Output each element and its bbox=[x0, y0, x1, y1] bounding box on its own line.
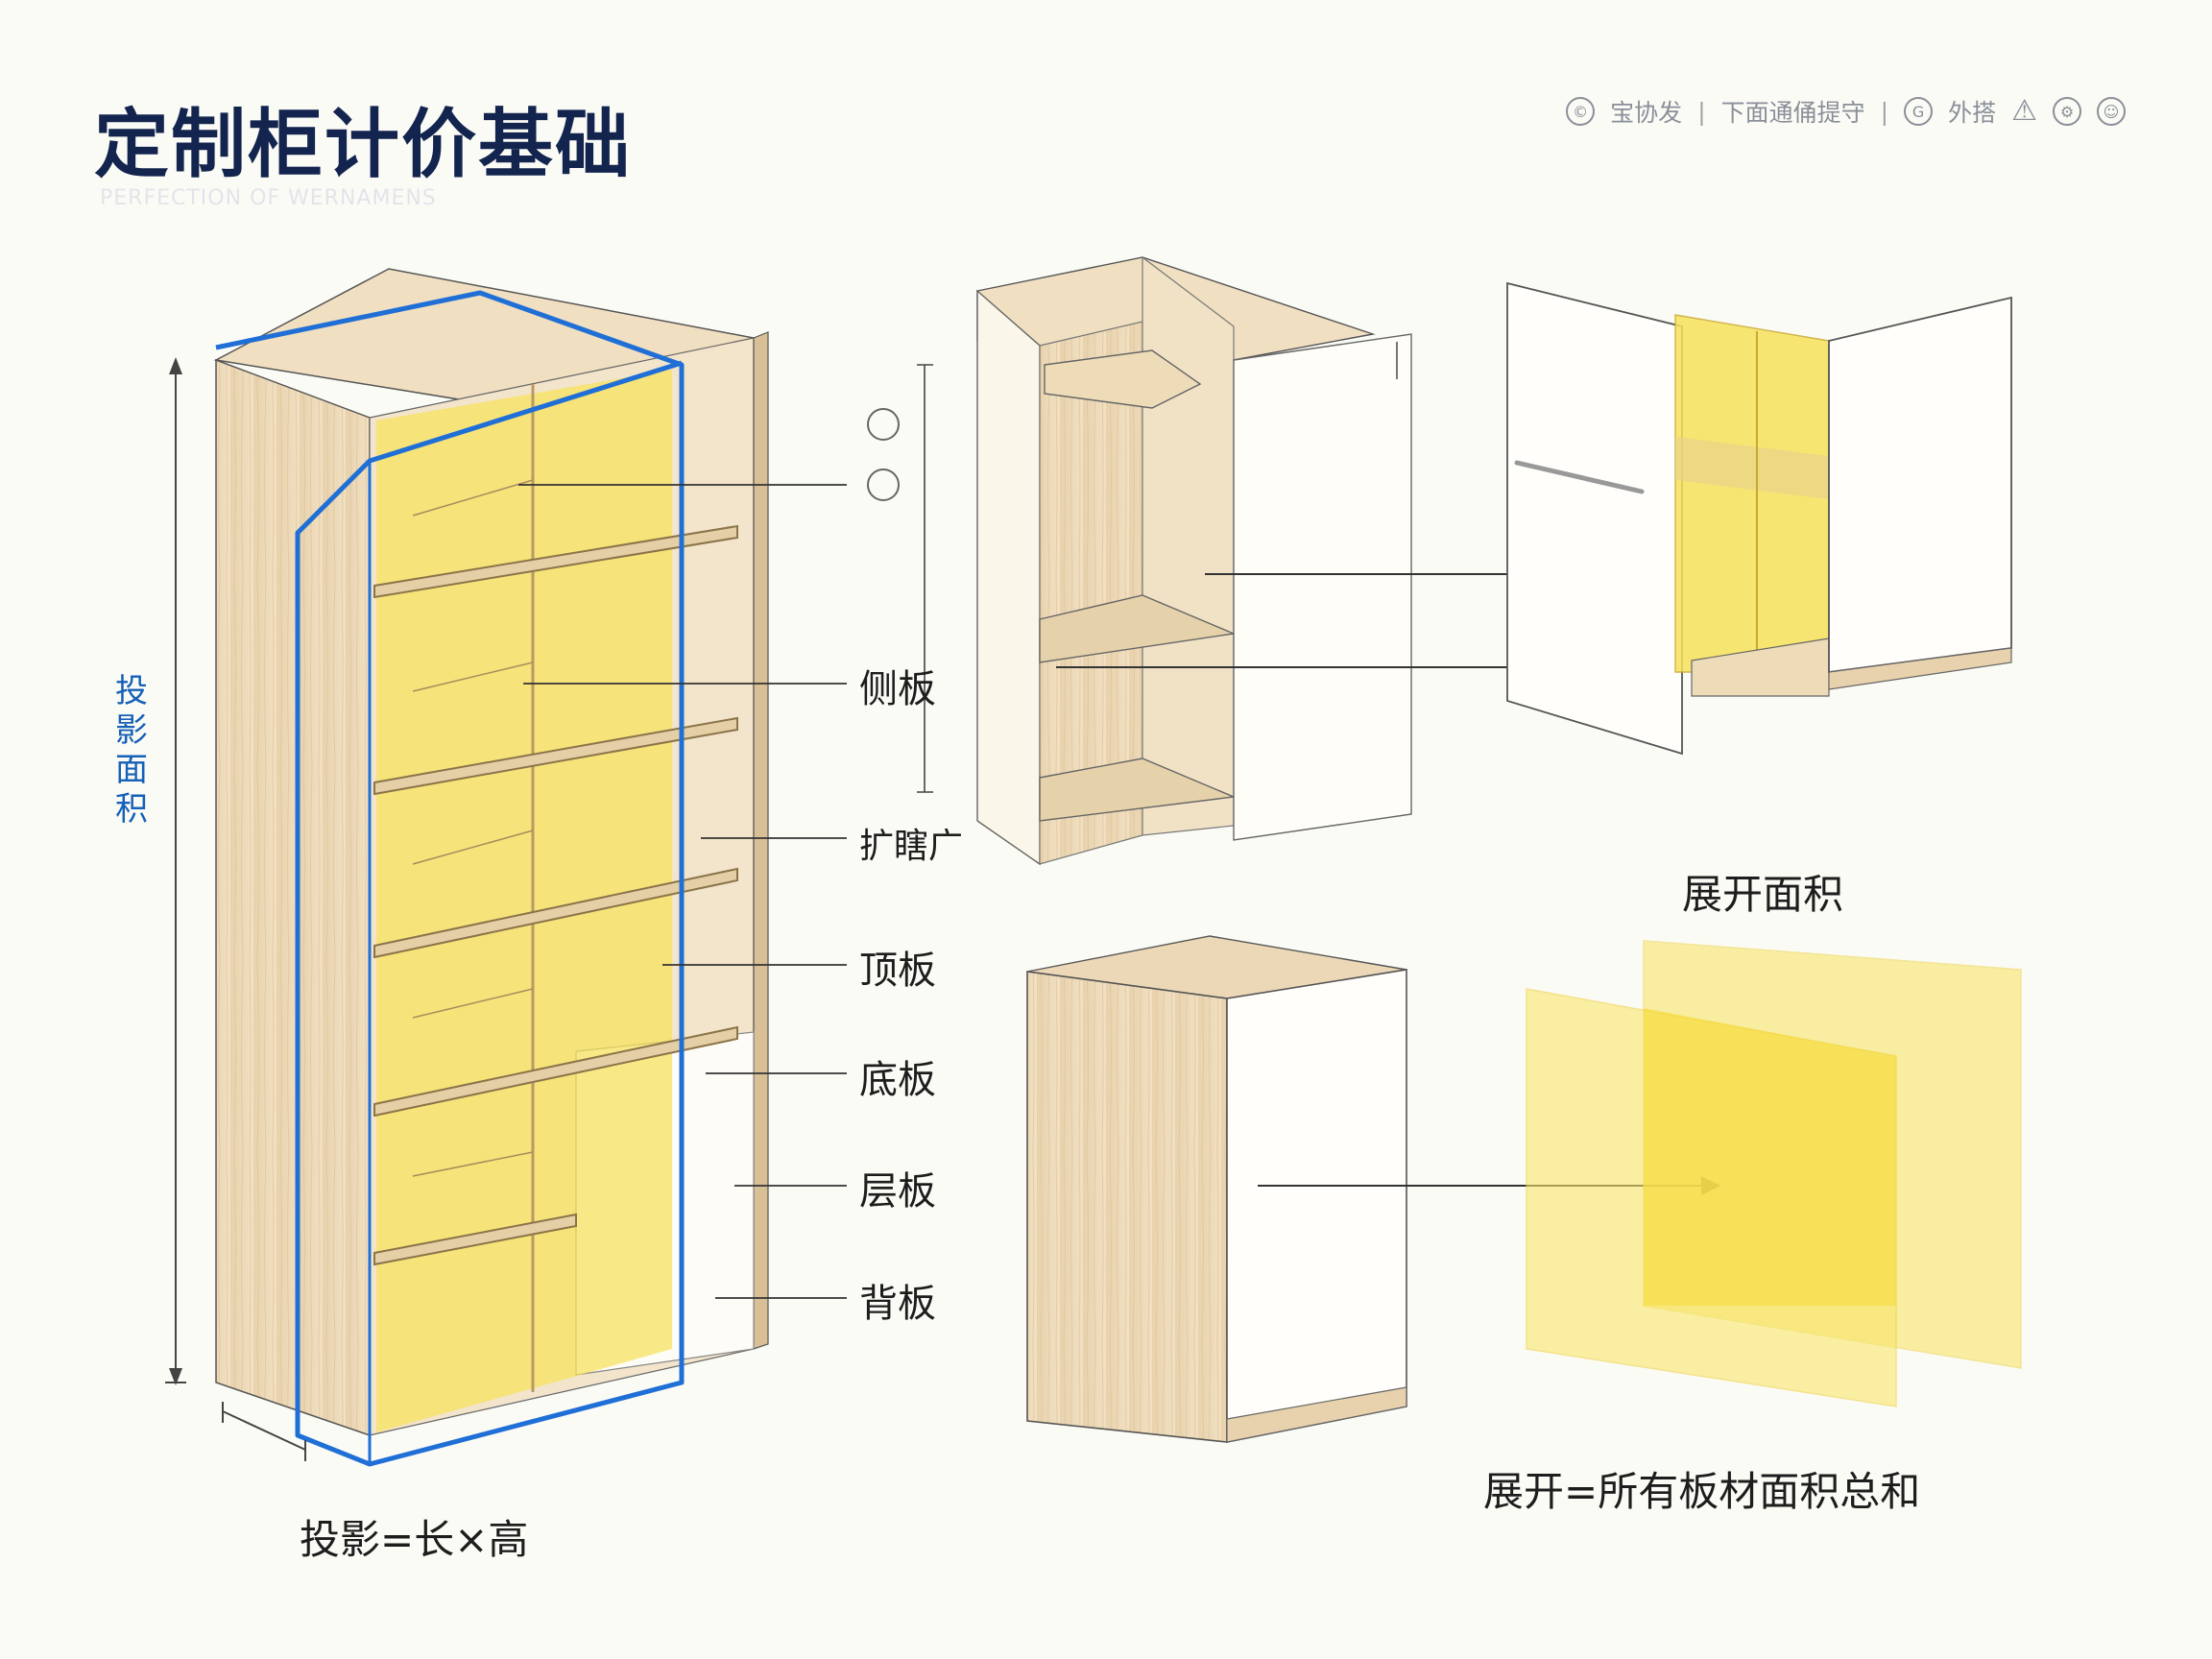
part-label-misc: 扩瞎广 bbox=[859, 818, 963, 868]
part-label-side: 侧板 bbox=[859, 658, 936, 713]
tall-cabinet bbox=[165, 269, 768, 1464]
open-cabinet bbox=[917, 257, 1541, 864]
width-dimension-line bbox=[223, 1411, 305, 1450]
projection-formula: 投影=长×高 bbox=[300, 1507, 528, 1566]
cabinet-left-side bbox=[216, 360, 370, 1435]
projection-area-label: 投影面积 bbox=[112, 672, 151, 830]
hinge-icon bbox=[868, 469, 899, 500]
knob-icon bbox=[868, 409, 899, 440]
small-circle-icons bbox=[868, 409, 899, 500]
part-label-top: 顶板 bbox=[859, 939, 936, 995]
part-label-back: 背板 bbox=[859, 1272, 936, 1328]
part-label-bottom: 底板 bbox=[859, 1048, 936, 1104]
unfold-formula: 展开=所有板材面积总和 bbox=[1483, 1459, 1920, 1518]
part-label-shelf: 层板 bbox=[859, 1160, 936, 1215]
flat-panels bbox=[1527, 941, 2021, 1407]
unfolded-cabinet bbox=[1507, 283, 2011, 754]
unfold-area-label: 展开面积 bbox=[1682, 862, 1843, 921]
